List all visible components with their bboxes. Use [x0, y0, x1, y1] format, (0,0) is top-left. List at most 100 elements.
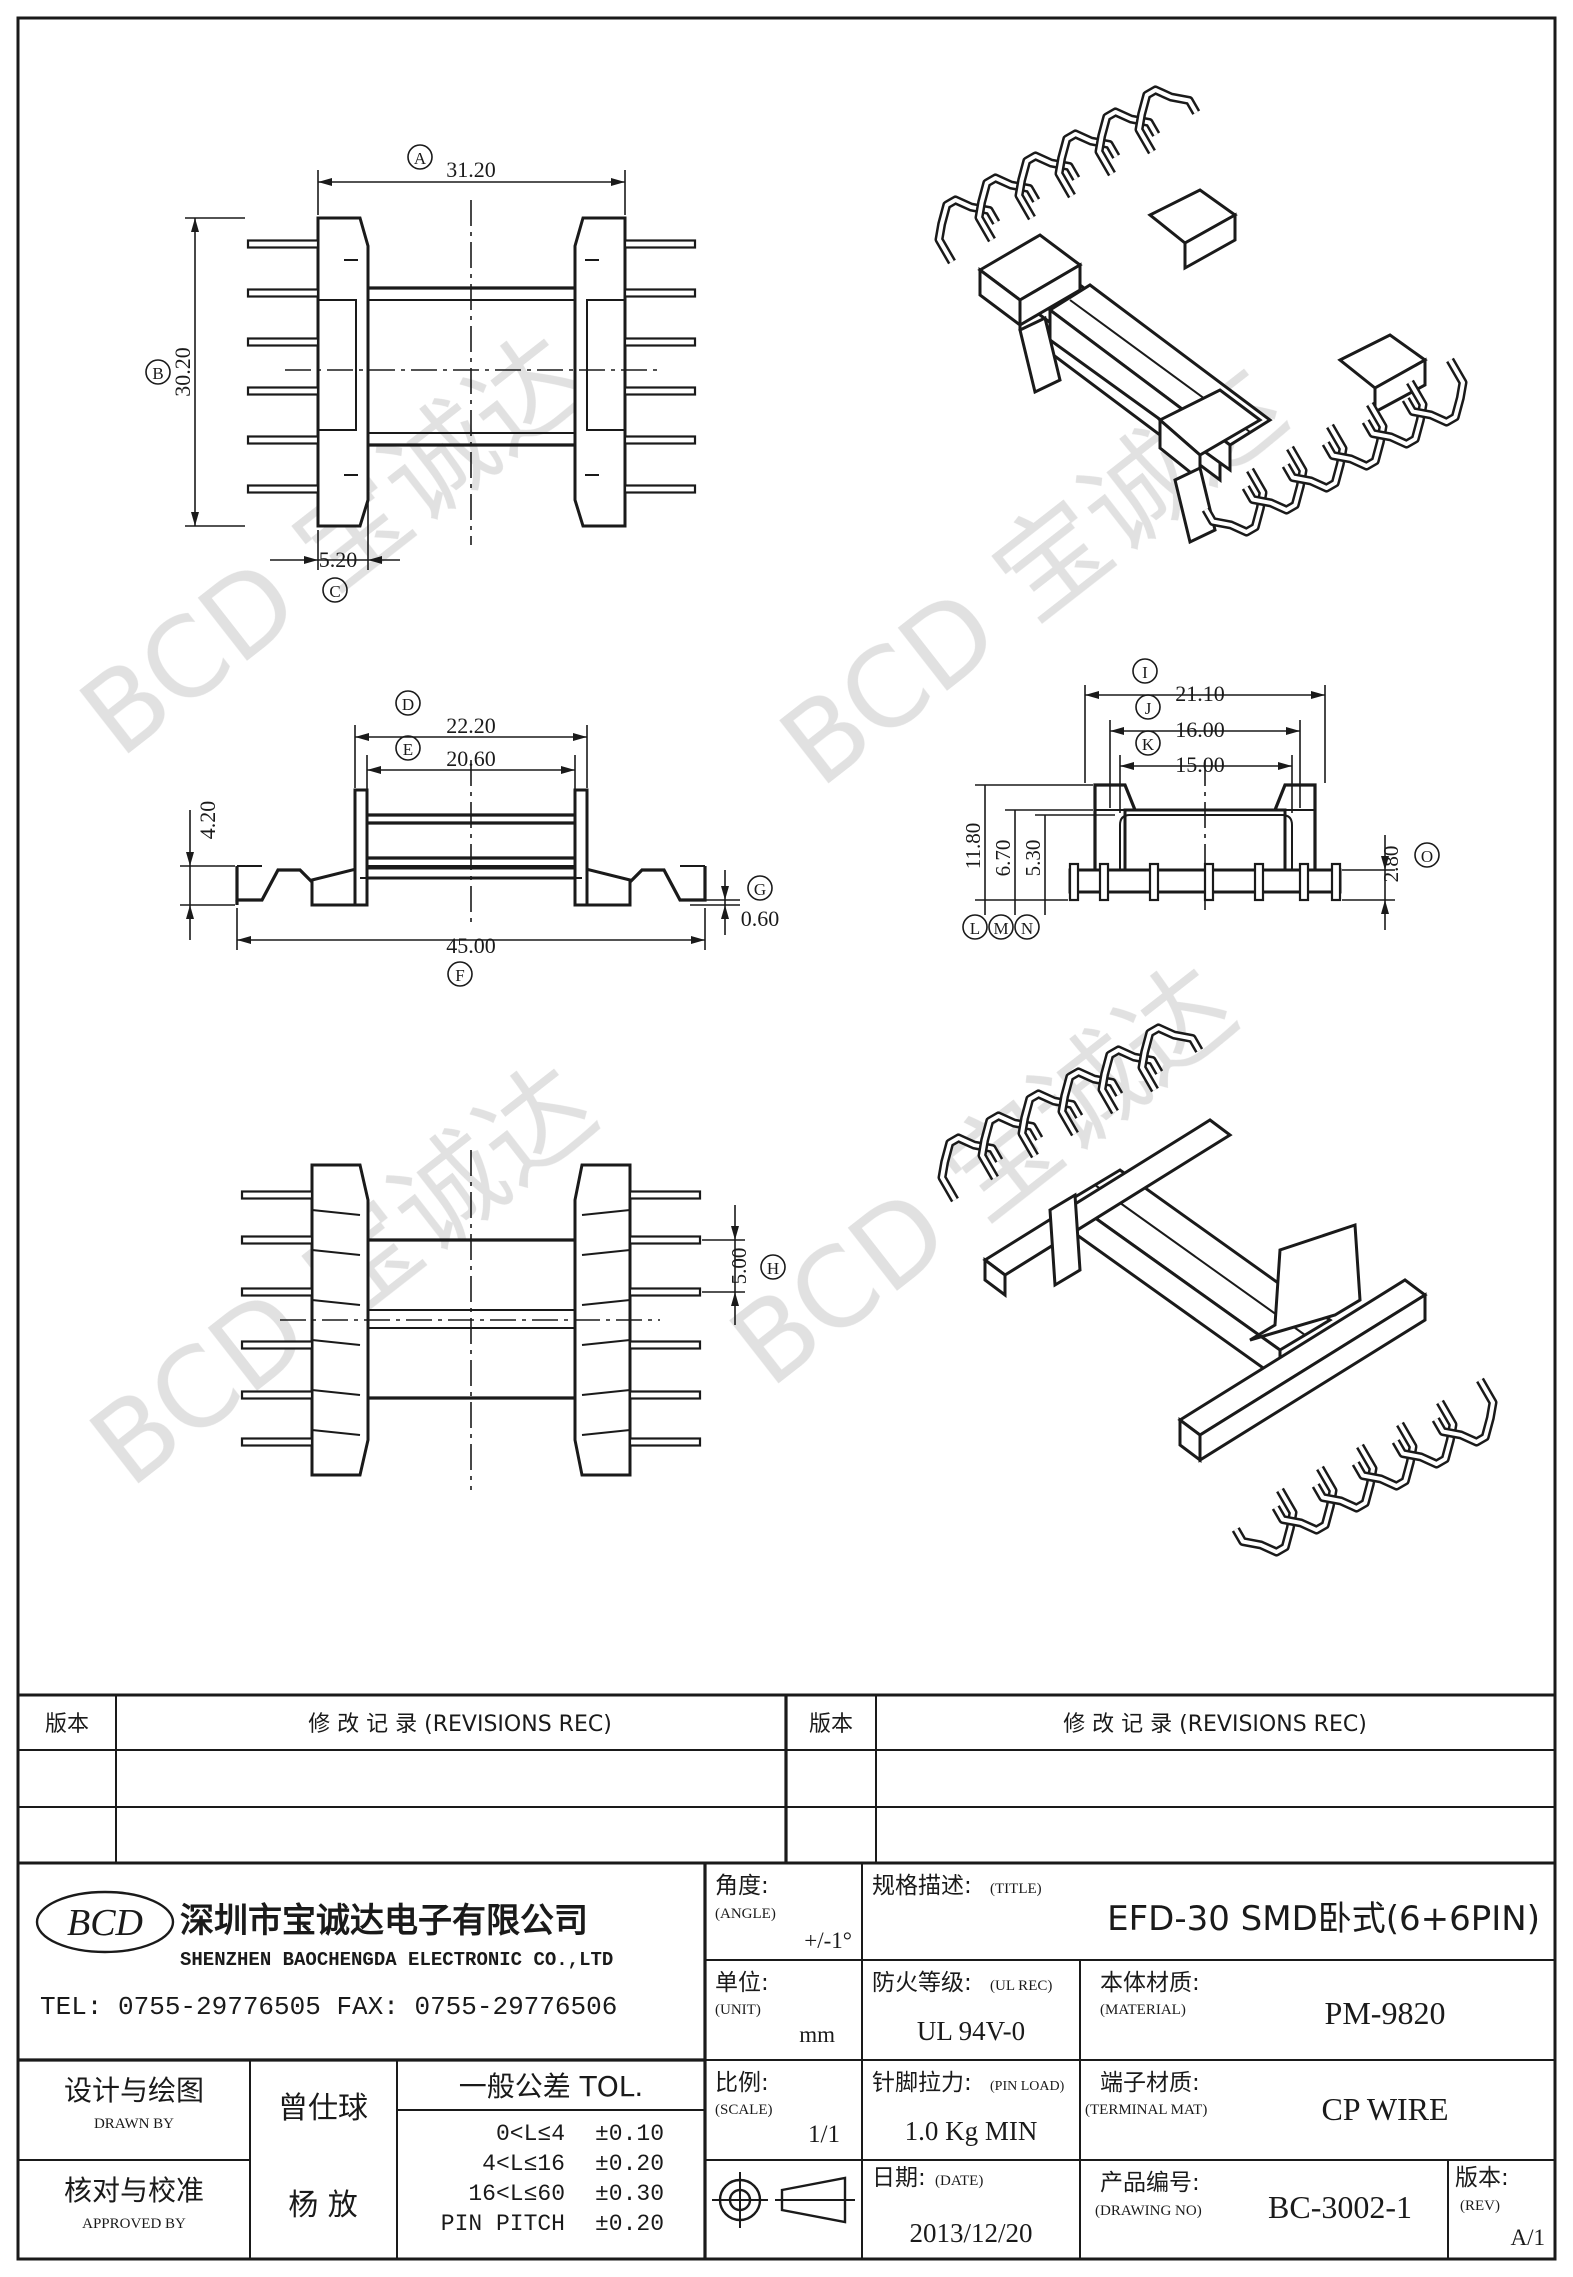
scale-label-en: (SCALE)	[715, 2102, 773, 2118]
drawing-no-label-en: (DRAWING NO)	[1095, 2203, 1202, 2219]
bottom-view: 5.00 H	[240, 1150, 786, 1490]
dim-E-value: 20.60	[446, 746, 496, 771]
dim-H-label: H	[767, 1259, 779, 1278]
dim-O-value: 2.80	[1379, 846, 1403, 883]
svg-text:BCD: BCD	[67, 1902, 143, 1944]
terminal-label-en: (TERMINAL MAT)	[1085, 2102, 1207, 2118]
dim-D-value: 22.20	[446, 713, 496, 738]
ul-label: 防火等级:	[872, 1970, 972, 1996]
rev-value: A/1	[1511, 2225, 1546, 2250]
unit-label: 单位:	[715, 1970, 769, 1996]
dim-C-value: 5.20	[319, 547, 358, 572]
title-label: 规格描述:	[872, 1873, 972, 1899]
dim-K-label: K	[1142, 735, 1155, 754]
title-value: EFD-30 SMD卧式(6+6PIN)	[1107, 1899, 1540, 1939]
dim-A-value: 31.20	[446, 157, 496, 182]
tol-range: 0<L≤4	[496, 2121, 565, 2147]
title-label-en: (TITLE)	[990, 1881, 1042, 1897]
dim-G-label: G	[754, 880, 766, 899]
tol-value: ±0.20	[595, 2151, 664, 2177]
isometric-view-top	[926, 78, 1476, 544]
drawing-no-label: 产品编号:	[1100, 2170, 1200, 2196]
drawn-label: 设计与绘图	[64, 2074, 204, 2107]
terminal-label: 端子材质:	[1100, 2070, 1200, 2096]
dim-J-label: J	[1145, 699, 1152, 718]
rev-label: 版本:	[1455, 2165, 1509, 2191]
drawn-value: 曾仕球	[278, 2091, 368, 2126]
tol-value: ±0.30	[595, 2181, 664, 2207]
dim-L-label: L	[970, 919, 980, 938]
date-label: 日期:	[872, 2165, 926, 2191]
dim-M-label: M	[993, 919, 1008, 938]
dim-I-value: 21.10	[1175, 681, 1225, 706]
tol-range: PIN PITCH	[441, 2211, 565, 2237]
dim-H-value: 5.00	[727, 1248, 751, 1285]
rev-record-header-left: 修 改 记 录 (REVISIONS REC)	[308, 1712, 612, 1737]
tol-range: 4<L≤16	[482, 2151, 565, 2177]
ul-value: UL 94V-0	[917, 2016, 1025, 2046]
dim-O-label: O	[1421, 847, 1433, 866]
company-name-en: SHENZHEN BAOCHENGDA ELECTRONIC CO.,LTD	[180, 1949, 613, 1971]
unit-value: mm	[799, 2022, 835, 2047]
front-view: 22.20 D 20.60 E 4.20 45.00 F 0.60	[180, 690, 780, 987]
angle-value: +/-1°	[804, 1928, 852, 1953]
scale-label: 比例:	[715, 2070, 769, 2096]
title-block: BCD 深圳市宝诚达电子有限公司 SHENZHEN BAOCHENGDA ELE…	[16, 1861, 1557, 2261]
material-label: 本体材质:	[1100, 1970, 1200, 1996]
isometric-view-bottom	[929, 1016, 1506, 1564]
drawn-label-en: DRAWN BY	[94, 2116, 174, 2132]
dim-N-value: 5.30	[1021, 840, 1045, 877]
tol-range: 16<L≤60	[468, 2181, 565, 2207]
company-name-cn: 深圳市宝诚达电子有限公司	[180, 1901, 588, 1941]
top-view: 31.20 A 30.20 B 5.20 C	[145, 144, 697, 603]
dim-J-value: 16.00	[1175, 717, 1225, 742]
dim-4-20-value: 4.20	[195, 801, 220, 840]
dim-B-value: 30.20	[170, 347, 195, 397]
dim-M-value: 6.70	[991, 840, 1015, 877]
rev-record-header-right: 修 改 记 录 (REVISIONS REC)	[1063, 1712, 1367, 1737]
pin-load-label-en: (PIN LOAD)	[990, 2079, 1065, 2094]
tol-table: 0<L≤4 ±0.10 4<L≤16 ±0.20 16<L≤60 ±0.30 P…	[441, 2121, 664, 2237]
material-value: PM-9820	[1325, 1995, 1446, 2031]
dim-F-value: 45.00	[446, 933, 496, 958]
dim-D-label: D	[402, 695, 414, 714]
dim-A-label: A	[414, 149, 427, 168]
dim-K-value: 15.00	[1175, 752, 1225, 777]
revisions-table: 版本 修 改 记 录 (REVISIONS REC) 版本 修 改 记 录 (R…	[16, 1693, 1557, 1865]
dim-I-label: I	[1142, 663, 1148, 682]
rev-label-en: (REV)	[1460, 2198, 1500, 2214]
dim-E-label: E	[403, 740, 413, 759]
drawing-no-value: BC-3002-1	[1268, 2189, 1412, 2225]
scale-value: 1/1	[808, 2121, 840, 2148]
unit-label-en: (UNIT)	[715, 2002, 761, 2018]
pin-load-label: 针脚拉力:	[872, 2070, 972, 2096]
ul-label-en: (UL REC)	[990, 1978, 1052, 1994]
terminal-value: CP WIRE	[1321, 2091, 1448, 2127]
tol-header: 一般公差 TOL.	[459, 2070, 644, 2103]
projection-symbol-icon	[712, 2172, 855, 2228]
angle-label-en: (ANGLE)	[715, 1906, 776, 1922]
tol-value: ±0.10	[595, 2121, 664, 2147]
date-value: 2013/12/20	[909, 2218, 1032, 2248]
dim-N-label: N	[1021, 919, 1033, 938]
side-view: 21.10 I 16.00 J 15.00 K 11.80 6.70 5.30 …	[961, 658, 1440, 940]
angle-label: 角度:	[715, 1873, 769, 1899]
material-label-en: (MATERIAL)	[1100, 2002, 1186, 2018]
approved-label: 核对与校准	[64, 2174, 204, 2207]
dim-G-value: 0.60	[741, 906, 780, 931]
svg-text:BCD 宝诚达: BCD 宝诚达	[707, 940, 1259, 1410]
company-logo: BCD	[35, 1890, 175, 1954]
rev-version-header-left: 版本	[45, 1712, 89, 1737]
pin-load-value: 1.0 Kg MIN	[905, 2116, 1038, 2146]
dim-B-label: B	[152, 364, 163, 383]
approved-value: 杨 放	[288, 2188, 358, 2223]
tol-value: ±0.20	[595, 2211, 664, 2237]
date-label-en: (DATE)	[935, 2173, 983, 2189]
approved-label-en: APPROVED BY	[82, 2216, 186, 2232]
dim-L-value: 11.80	[961, 823, 985, 869]
company-tel: TEL: 0755-29776505 FAX: 0755-29776506	[40, 1992, 617, 2022]
dim-C-label: C	[329, 582, 340, 601]
dim-F-label: F	[455, 966, 464, 985]
rev-version-header-right: 版本	[809, 1712, 853, 1737]
